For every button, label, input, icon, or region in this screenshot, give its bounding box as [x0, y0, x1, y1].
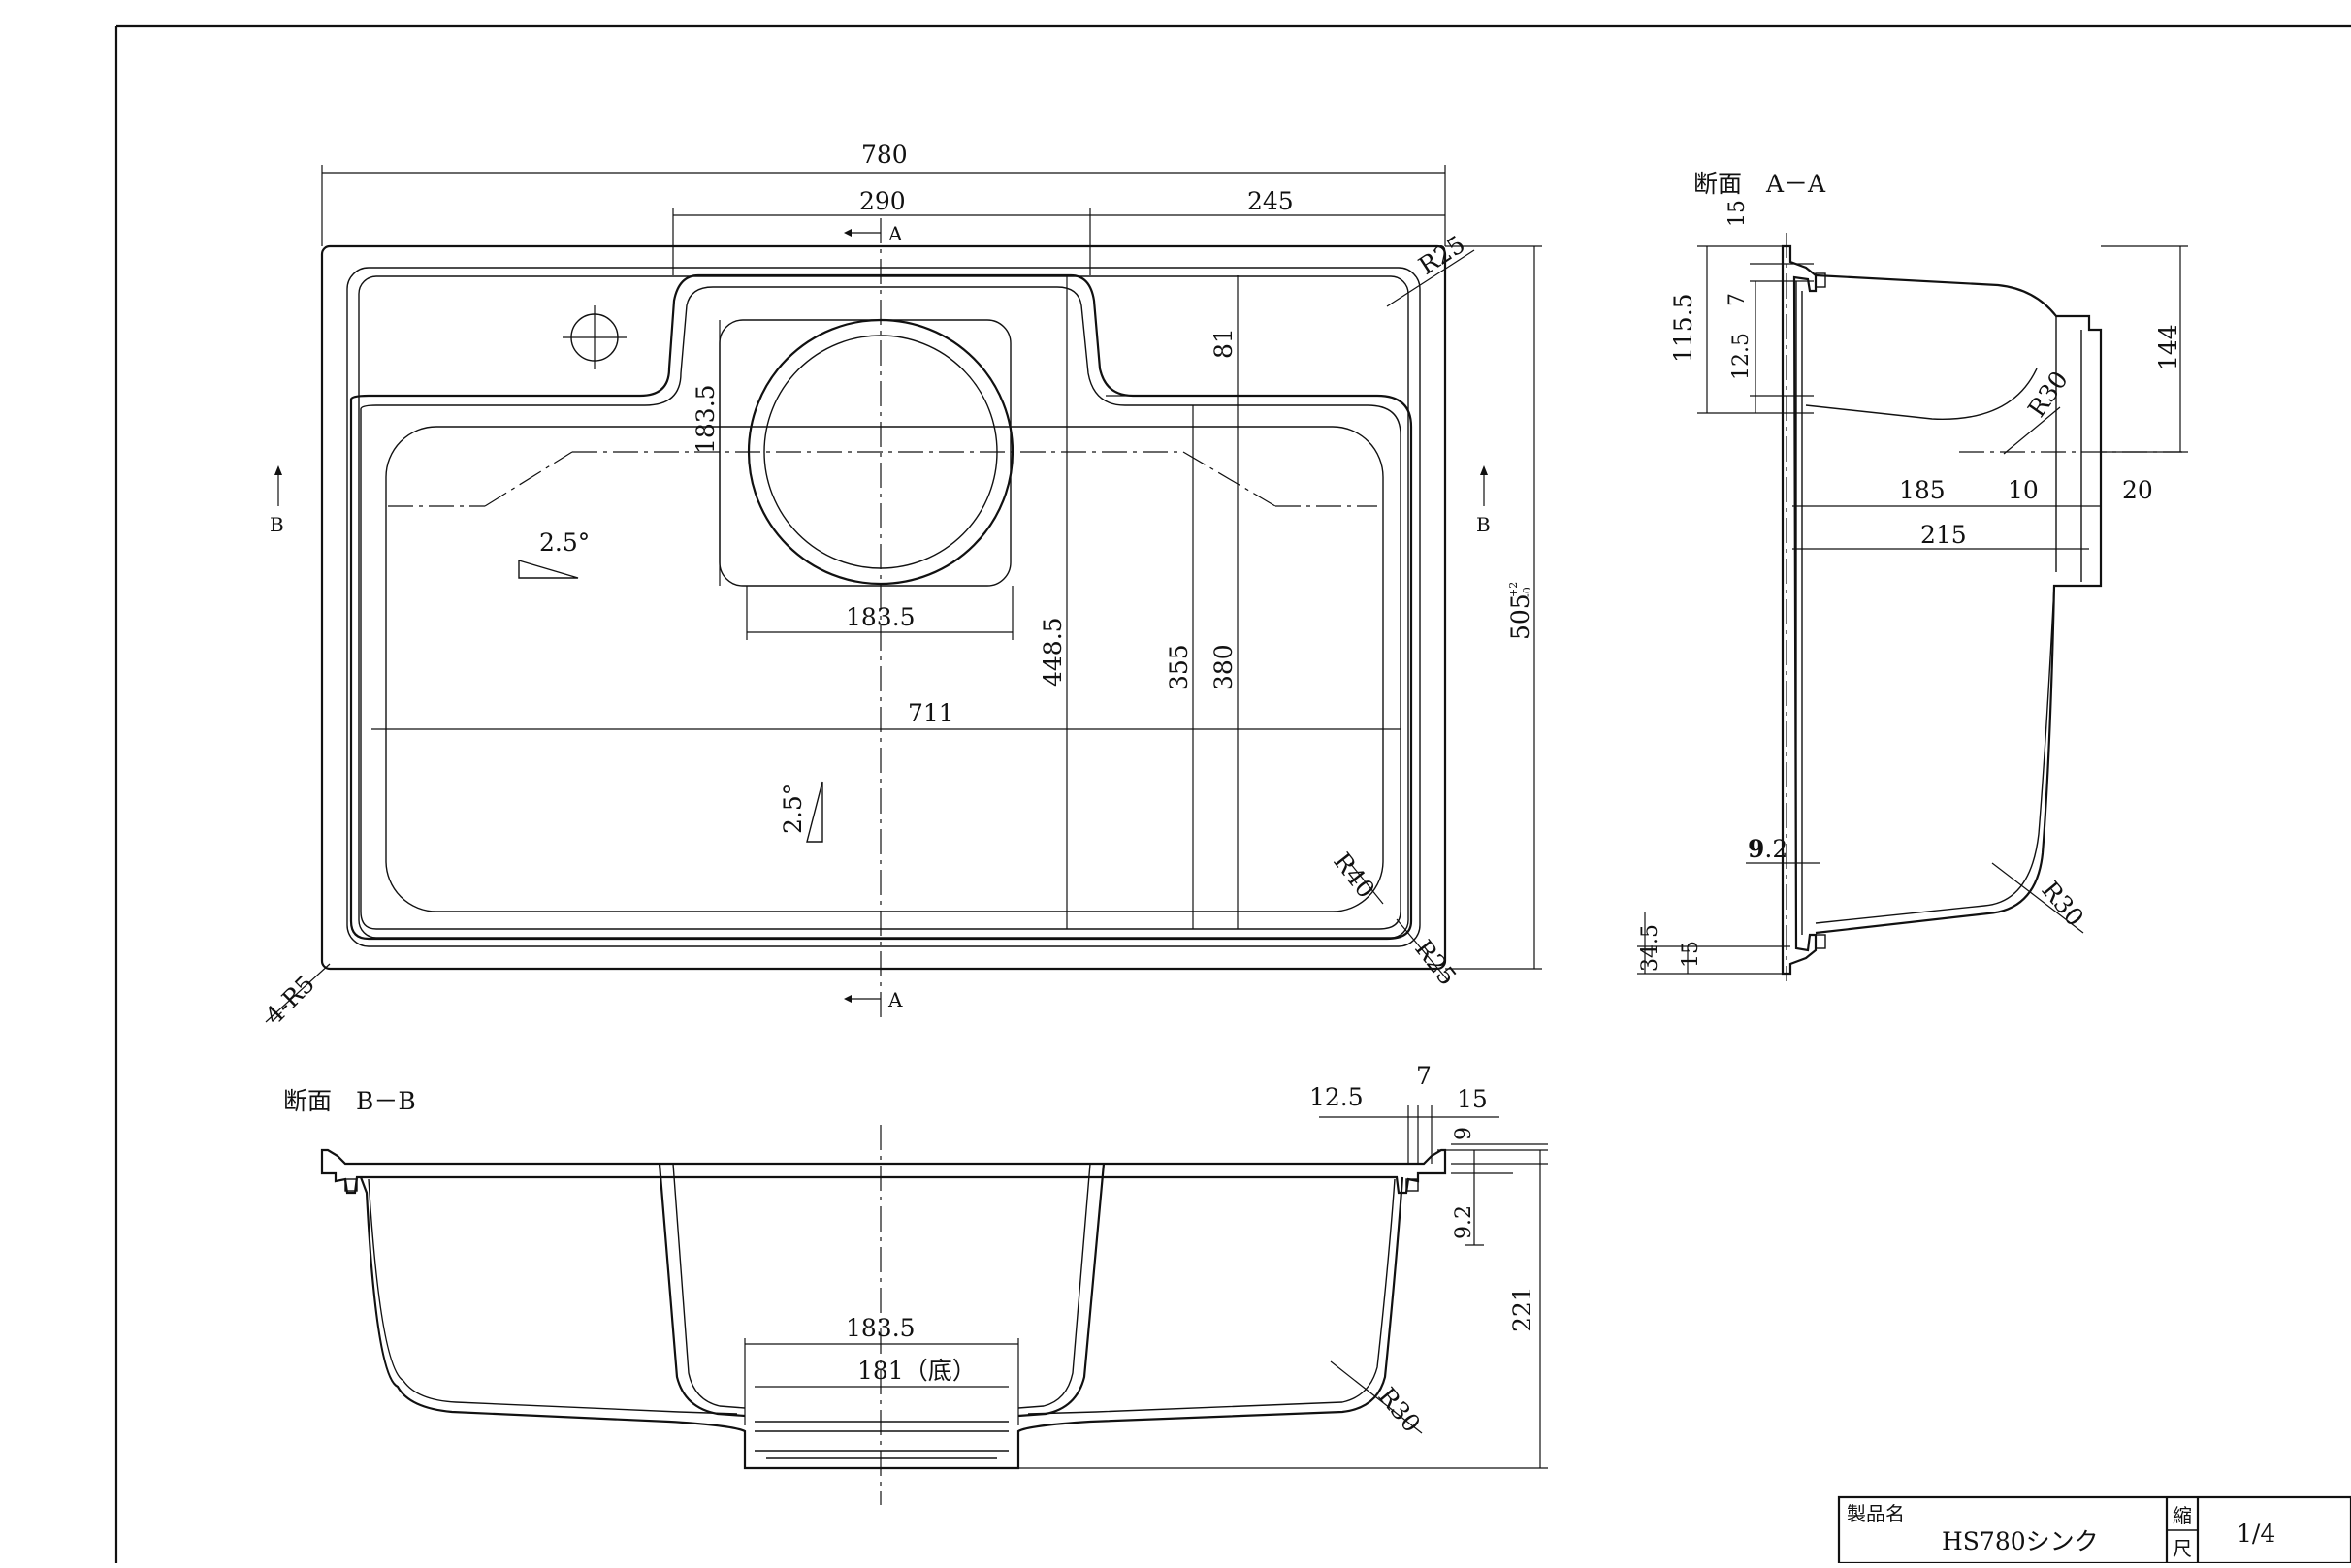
bb-dim-183-5: 183.5	[846, 1314, 916, 1342]
section-aa-view	[1637, 233, 2188, 981]
bb-dim-7: 7	[1416, 1062, 1432, 1090]
section-aa-title: 断面 A－A	[1693, 170, 1826, 198]
section-bb-view	[320, 1105, 1548, 1505]
aa-radius-r30-top: R30	[2022, 366, 2074, 422]
bb-dim-9-2: 9.2	[1452, 1205, 1476, 1239]
bb-dim-15: 15	[1457, 1085, 1488, 1113]
aa-dim-144: 144	[2154, 324, 2182, 370]
dim-505-tolerance: 505 +2 -0	[1506, 582, 1534, 640]
scale-label-top: 縮	[2173, 1504, 2192, 1527]
aa-dim-12-5: 12.5	[1729, 333, 1754, 380]
dim-780: 780	[861, 141, 908, 169]
section-bb-title: 断面 B－B	[283, 1087, 416, 1115]
slope-angle-1: 2.5°	[539, 528, 590, 557]
product-name-label: 製品名	[1847, 1502, 1905, 1525]
dim-183-5-horizontal: 183.5	[846, 603, 916, 631]
section-label-b-right: B	[1476, 513, 1491, 536]
bb-dim-221: 221	[1508, 1286, 1536, 1332]
aa-dim-15-bottom: 15	[1679, 941, 1703, 968]
bb-dim-12-5: 12.5	[1309, 1083, 1364, 1111]
section-label-a-bottom: A	[887, 988, 903, 1011]
bb-dim-9: 9	[1452, 1127, 1476, 1140]
aa-dim-10: 10	[2008, 476, 2039, 504]
section-label-a-top: A	[887, 222, 903, 245]
scale-label-bottom: 尺	[2173, 1537, 2192, 1560]
dim-245: 245	[1247, 187, 1294, 215]
aa-dim-34-5: 34.5	[1638, 924, 1662, 972]
dim-380: 380	[1209, 644, 1238, 690]
aa-dim-9-bold: 9	[1748, 835, 1764, 863]
dim-711: 711	[908, 699, 954, 727]
scale-value: 1/4	[2237, 1520, 2275, 1548]
sheet-border	[114, 24, 2351, 1563]
dim-505: 505	[1506, 593, 1534, 640]
radius-r40: R40	[1328, 848, 1380, 904]
dim-183-5-vertical: 183.5	[692, 384, 720, 454]
plan-view	[265, 165, 1542, 1023]
dim-355: 355	[1165, 644, 1193, 690]
bb-dim-181-bottom: 181（底）	[857, 1357, 977, 1385]
aa-dim-20: 20	[2122, 476, 2153, 504]
aa-dim-185: 185	[1899, 476, 1946, 504]
dim-290: 290	[859, 187, 906, 215]
aa-dim-215: 215	[1920, 521, 1967, 549]
aa-dim-point-2: .2	[1764, 835, 1787, 863]
dim-448-5: 448.5	[1039, 617, 1067, 687]
corner-radius-4r5: 4-R5	[260, 970, 320, 1030]
section-label-b-left: B	[270, 513, 284, 536]
radius-r25-top: R25	[1413, 230, 1469, 280]
aa-dim-15-top: 15	[1725, 200, 1750, 227]
radius-r25-bottom: R25	[1409, 935, 1462, 991]
aa-radius-r30-bottom: R30	[2036, 876, 2089, 931]
product-name: HS780シンク	[1942, 1527, 2099, 1555]
aa-dim-115-5: 115.5	[1669, 293, 1697, 363]
aa-dim-9-2: 9.2	[1748, 835, 1787, 863]
tol-plus: +2	[1507, 582, 1520, 597]
aa-dim-7: 7	[1725, 293, 1750, 306]
slope-angle-2: 2.5°	[779, 784, 807, 834]
dim-81: 81	[1209, 328, 1238, 359]
tol-minus: -0	[1521, 587, 1533, 597]
